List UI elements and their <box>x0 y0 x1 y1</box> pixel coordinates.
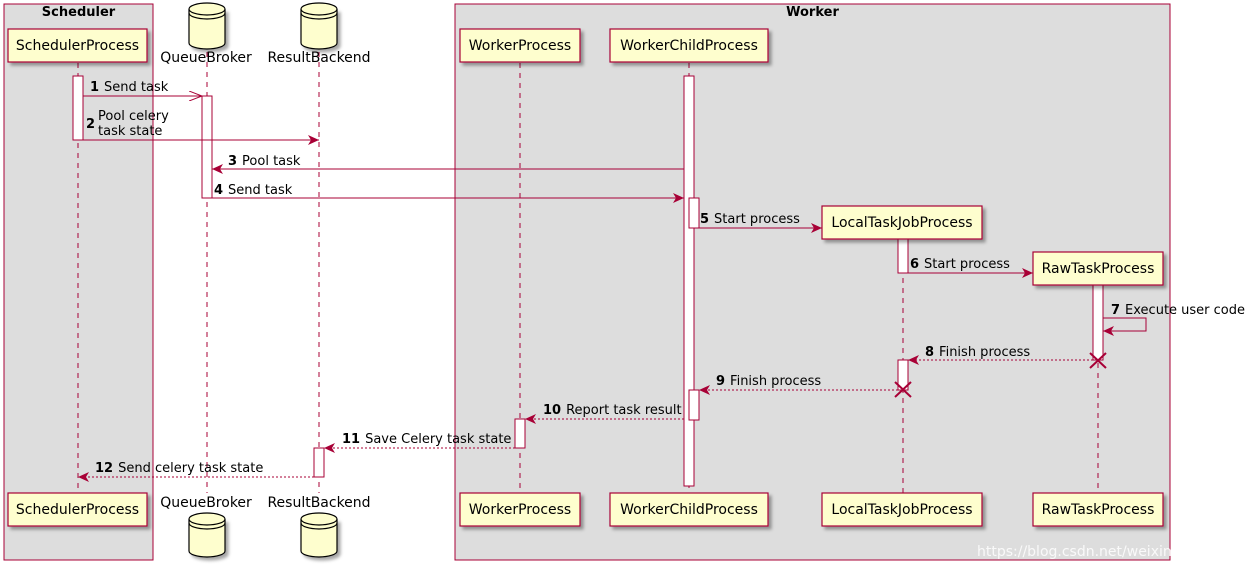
message-8-number: 8 <box>925 345 934 360</box>
message-4-number: 4 <box>214 183 223 198</box>
participant-local-task-job-process-bottom-label: LocalTaskJobProcess <box>831 502 972 518</box>
message-2-number: 2 <box>86 117 95 132</box>
participant-scheduler-process-bottom-label: SchedulerProcess <box>16 502 139 518</box>
message-12-number: 12 <box>95 461 113 476</box>
activation-worker-child-3 <box>688 389 700 421</box>
message-1-number: 1 <box>90 80 99 95</box>
message-10-label: Report task result <box>566 403 682 418</box>
participant-raw-task-process-bottom-label: RawTaskProcess <box>1042 502 1155 518</box>
participant-raw-task-process-label: RawTaskProcess <box>1042 261 1155 277</box>
message-5-number: 5 <box>700 212 709 227</box>
participant-worker-child-process-label: WorkerChildProcess <box>620 38 758 54</box>
activations <box>72 75 1104 487</box>
activation-local-task-1 <box>897 237 909 274</box>
participant-queue-broker-bottom-label: QueueBroker <box>160 495 252 511</box>
message-2-label-line1: Pool celery <box>98 109 169 124</box>
participants-top: SchedulerProcess QueueBroker ResultBacke… <box>7 2 1164 286</box>
watermark: https://blog.csdn.net/weixin_42752585 <box>977 544 1250 560</box>
message-5-label: Start process <box>714 212 800 227</box>
activation-queue-broker <box>201 95 213 199</box>
participant-scheduler-process: SchedulerProcess <box>7 28 148 63</box>
message-1: 1 Send task <box>83 80 202 96</box>
message-3-number: 3 <box>228 154 237 169</box>
worker-group-title: Worker <box>786 5 839 20</box>
activation-raw-task <box>1092 284 1104 361</box>
message-6-label: Start process <box>924 257 1010 272</box>
participant-worker-process-bottom-label: WorkerProcess <box>469 502 571 518</box>
participant-result-backend-bottom-label: ResultBackend <box>267 495 370 511</box>
message-7: 7 Execute user code <box>1103 303 1245 336</box>
participant-queue-broker: QueueBroker <box>160 2 252 66</box>
message-4: 4 Send task <box>212 183 684 203</box>
message-3-label: Pool task <box>242 154 301 169</box>
activation-worker-process <box>514 418 526 449</box>
activation-result-backend <box>313 447 325 478</box>
activation-worker-child-main <box>683 75 695 487</box>
participant-local-task-job-process-label: LocalTaskJobProcess <box>831 215 972 231</box>
message-10-number: 10 <box>543 403 561 418</box>
message-12-label: Send celery task state <box>118 461 263 476</box>
message-7-label: Execute user code <box>1125 303 1245 318</box>
message-11-label: Save Celery task state <box>365 432 511 447</box>
participant-result-backend-label: ResultBackend <box>267 50 370 66</box>
participant-worker-process-label: WorkerProcess <box>469 38 571 54</box>
participant-scheduler-process-bottom: SchedulerProcess <box>7 492 148 527</box>
message-10: 10 Report task result <box>525 403 684 424</box>
message-8-label: Finish process <box>939 345 1030 360</box>
message-11: 11 Save Celery task state <box>324 432 515 453</box>
message-7-number: 7 <box>1111 303 1120 318</box>
participant-queue-broker-label: QueueBroker <box>160 50 252 66</box>
message-12: 12 Send celery task state <box>78 461 314 482</box>
message-9-label: Finish process <box>730 374 821 389</box>
participant-raw-task-process-created: RawTaskProcess <box>1032 251 1164 286</box>
message-5: 5 Start process <box>699 212 822 233</box>
message-9-number: 9 <box>716 374 725 389</box>
activation-scheduler <box>72 75 84 141</box>
participant-worker-process-bottom: WorkerProcess <box>459 492 581 527</box>
message-4-label: Send task <box>228 183 293 198</box>
message-11-number: 11 <box>342 432 360 447</box>
scheduler-group-title: Scheduler <box>42 5 116 20</box>
message-3: 3 Pool task <box>212 154 684 174</box>
message-1-label: Send task <box>104 80 169 95</box>
participant-result-backend-bottom: ResultBackend <box>267 495 371 558</box>
participant-worker-child-process-bottom: WorkerChildProcess <box>609 492 769 527</box>
participant-worker-child-process-bottom-label: WorkerChildProcess <box>620 502 758 518</box>
message-2-label-line2: task state <box>98 124 162 139</box>
participants-bottom: SchedulerProcess QueueBroker ResultBacke… <box>7 492 1164 558</box>
destroy-markers <box>894 352 1107 398</box>
message-6: 6 Start process <box>908 257 1033 278</box>
destroy-local-task-icon <box>894 381 912 398</box>
destroy-raw-task-icon <box>1089 352 1107 369</box>
participant-raw-task-process-bottom: RawTaskProcess <box>1032 492 1164 527</box>
message-9: 9 Finish process <box>699 374 898 395</box>
message-6-number: 6 <box>910 257 919 272</box>
participant-scheduler-process-label: SchedulerProcess <box>16 38 139 54</box>
participant-local-task-job-process-created: LocalTaskJobProcess <box>821 205 983 240</box>
activation-worker-child-2 <box>688 197 700 229</box>
message-8: 8 Finish process <box>908 345 1093 365</box>
participant-worker-process: WorkerProcess <box>459 28 581 63</box>
participant-queue-broker-bottom: QueueBroker <box>160 495 252 558</box>
participant-result-backend: ResultBackend <box>267 2 371 66</box>
participant-local-task-job-process-bottom: LocalTaskJobProcess <box>821 492 983 527</box>
participant-worker-child-process: WorkerChildProcess <box>609 28 769 63</box>
message-2: 2 Pool celery task state <box>83 109 319 145</box>
